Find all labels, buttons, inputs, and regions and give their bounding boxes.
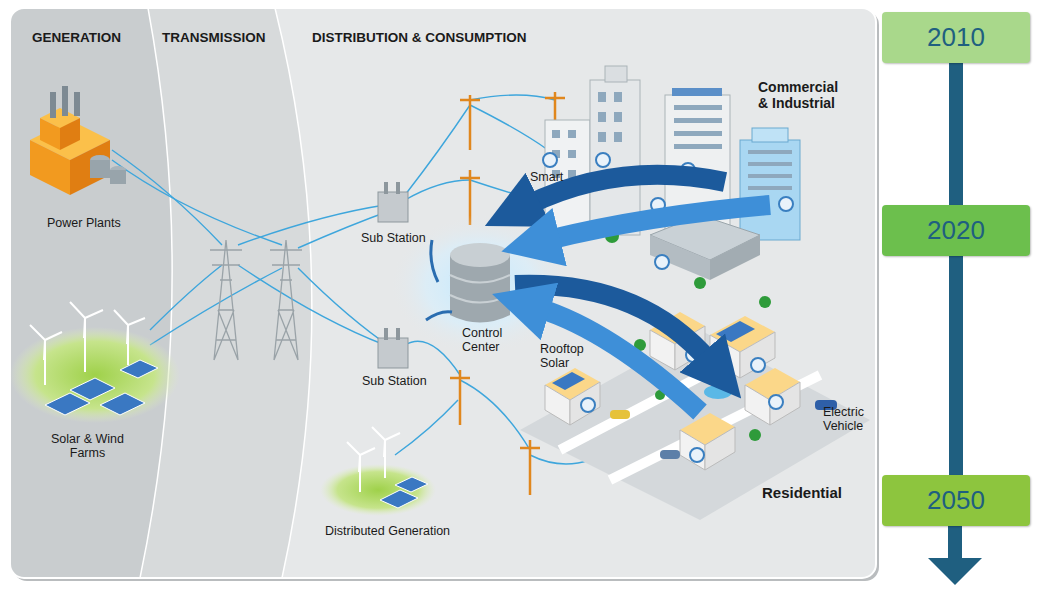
flow-arrows (515, 175, 770, 412)
part-label: Sub Station (362, 374, 427, 388)
section-heading: GENERATION (32, 30, 121, 46)
smart-meter (543, 153, 793, 462)
year-text: 2010 (927, 22, 985, 53)
solar-wind-farm-icon (10, 302, 180, 423)
timeline-connector (949, 63, 963, 205)
part-label: Sub Station (361, 231, 426, 245)
year-text: 2020 (927, 215, 985, 246)
section-heading: DISTRIBUTION & CONSUMPTION (312, 30, 527, 46)
residential-area (520, 296, 870, 520)
power-plant-icon (30, 86, 126, 195)
part-label: Power Plants (47, 216, 121, 230)
timeline-year-box: 2050 (882, 475, 1030, 526)
area-heading: Residential (762, 484, 842, 501)
part-label: Control Center (462, 326, 517, 355)
part-label: Rooftop Solar (540, 342, 600, 371)
timeline-year-box: 2020 (882, 205, 1030, 256)
timeline-year-box: 2010 (882, 12, 1030, 63)
transmission-tower (210, 240, 302, 360)
timeline-connector (949, 256, 963, 475)
distributed-generation-icon (320, 427, 436, 516)
section-heading: TRANSMISSION (162, 30, 266, 46)
part-label: Distributed Generation (325, 524, 450, 538)
part-label: Solar & Wind Farms (40, 432, 135, 461)
panel (10, 8, 879, 581)
part-label: Smart (530, 170, 563, 184)
part-label: Electric Vehicle (823, 405, 875, 434)
area-heading: Commercial & Industrial (758, 79, 850, 111)
year-text: 2050 (927, 485, 985, 516)
